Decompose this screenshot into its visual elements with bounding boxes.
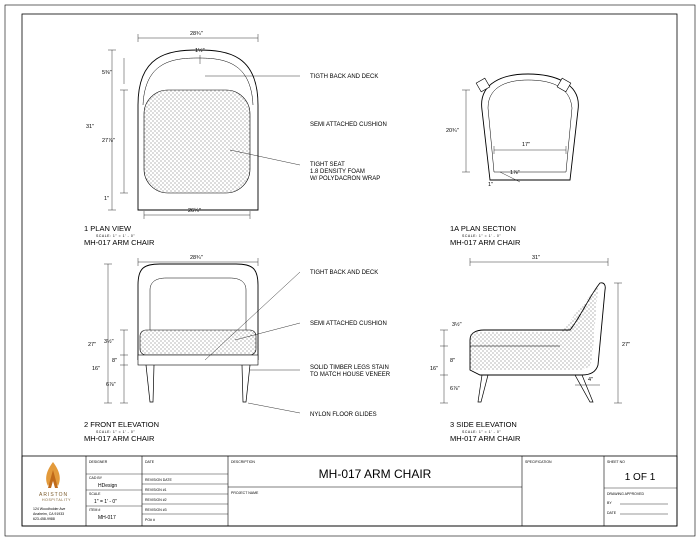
po-label: PO# #	[145, 518, 155, 522]
revision-3: REVISION #3	[145, 508, 167, 512]
note-glides: NYLON FLOOR GLIDES	[310, 412, 377, 418]
dim-section-depth: 20¾"	[446, 128, 459, 134]
view-plan-name: MH-017 ARM CHAIR	[84, 238, 155, 247]
revision-date: REVISION DATE	[145, 478, 172, 482]
dim-front-cushion: 3½"	[104, 338, 114, 345]
date2-label: DATE	[607, 511, 617, 515]
view-plan-scale: SCALE: 1" = 1' - 0"	[96, 234, 135, 238]
logo-name: ARISTON	[39, 492, 68, 498]
dim-plan-front: 1"	[104, 196, 109, 202]
dim-side-leg: 6⅞"	[450, 386, 460, 392]
view-front-scale: SCALE: 1" = 1' - 0"	[96, 430, 135, 434]
note-cushion: SEMI ATTACHED CUSHION	[310, 122, 387, 128]
view-plan-title: 1 PLAN VIEW	[84, 224, 132, 233]
dim-front-seat: 8"	[112, 358, 117, 364]
note-legs-2: TO MATCH HOUSE VENEER	[310, 372, 391, 378]
address-line-3: 623-458-9988	[33, 517, 55, 521]
dim-front-height: 27"	[88, 342, 96, 348]
note-legs-1: SOLID TIMBER LEGS STAIN	[310, 365, 389, 371]
plan-view-drawing	[108, 34, 301, 219]
dim-side-top: 31"	[532, 255, 540, 261]
ariston-logo: ARISTON HOSPITALITY	[39, 462, 71, 502]
description-label: DESCRIPTION	[231, 460, 255, 464]
sheet-value: 1 OF 1	[625, 472, 656, 483]
note-seat-3: W/ POLYDACRON WRAP	[310, 176, 380, 182]
dim-plan-arm: 1½"	[195, 47, 205, 54]
plan-section-drawing	[462, 73, 579, 183]
note-back-deck-2: TIGHT BACK AND DECK	[310, 270, 378, 276]
logo-sub: HOSPITALITY	[42, 498, 71, 502]
dim-plan-top: 28¾"	[190, 31, 203, 37]
dim-plan-back: 5⅜"	[102, 70, 112, 76]
dim-section-width: 17"	[522, 142, 530, 148]
project-label: PROJECT NAME	[231, 491, 259, 495]
dim-side-cushion: 3½"	[452, 321, 462, 328]
drawing-title: MH-017 ARM CHAIR	[319, 467, 432, 481]
revision-1: REVISION #1	[145, 488, 167, 492]
designer-label: DESIGNER	[89, 460, 108, 464]
view-section-scale: SCALE: 1" = 1' - 0"	[462, 234, 501, 238]
dim-front-top: 28¾"	[190, 255, 203, 261]
view-front-title: 2 FRONT ELEVATION	[84, 420, 159, 429]
scale-value: 1" = 1' - 0"	[94, 499, 117, 505]
view-section-name: MH-017 ARM CHAIR	[450, 238, 521, 247]
view-section-title: 1A PLAN SECTION	[450, 224, 516, 233]
note-seat-2: 1.8 DENSITY FOAM	[310, 169, 365, 175]
cad-label: CAD BY	[89, 476, 103, 480]
dim-side-leg-depth: 4"	[588, 377, 593, 383]
view-side-title: 3 SIDE ELEVATION	[450, 420, 517, 429]
dim-plan-bottom: 26¼"	[188, 208, 201, 214]
sheet-border	[4, 4, 696, 537]
dim-front-seat-h: 16"	[92, 366, 100, 372]
dim-section-a: 1⅞"	[510, 170, 520, 176]
dim-front-leg: 6⅞"	[106, 382, 116, 388]
dim-section-b: 1"	[488, 182, 493, 188]
note-back-deck: TIGTH BACK AND DECK	[310, 74, 378, 80]
front-elevation-drawing	[104, 258, 301, 414]
title-block	[21, 455, 678, 527]
address-line-1: 124 Woodholder Ave	[33, 507, 65, 511]
address-line-2: Anaheim, CA 91933	[33, 512, 64, 516]
approved-label: DRAWING APPROVED	[607, 492, 644, 496]
front-cushion	[139, 329, 257, 356]
by-label: BY	[607, 501, 612, 505]
plan-cushion	[143, 89, 251, 194]
scale-label: SCALE	[89, 492, 101, 496]
note-cushion-2: SEMI ATTACHED CUSHION	[310, 321, 387, 327]
sheet-label: SHEET NO	[607, 460, 625, 464]
dim-side-seat: 8"	[450, 358, 455, 364]
view-side-name: MH-017 ARM CHAIR	[450, 434, 521, 443]
dim-plan-depth: 31"	[86, 124, 94, 130]
revision-2: REVISION #2	[145, 498, 167, 502]
view-side-scale: SCALE: 1" = 1' - 0"	[462, 430, 501, 434]
cad-value: HDesign	[98, 483, 117, 489]
note-seat-1: TIGHT SEAT	[310, 162, 345, 168]
dim-side-height: 27"	[622, 342, 630, 348]
dim-plan-seat-depth: 27⅞"	[102, 138, 115, 144]
item-label: ITEM #	[89, 508, 100, 512]
side-elevation-drawing	[440, 258, 622, 404]
date-label: DATE	[145, 460, 155, 464]
specification-label: SPECIFICATION	[525, 460, 552, 464]
item-value: MH-017	[98, 515, 116, 521]
view-front-name: MH-017 ARM CHAIR	[84, 434, 155, 443]
dim-side-seat-h: 16"	[430, 366, 438, 372]
